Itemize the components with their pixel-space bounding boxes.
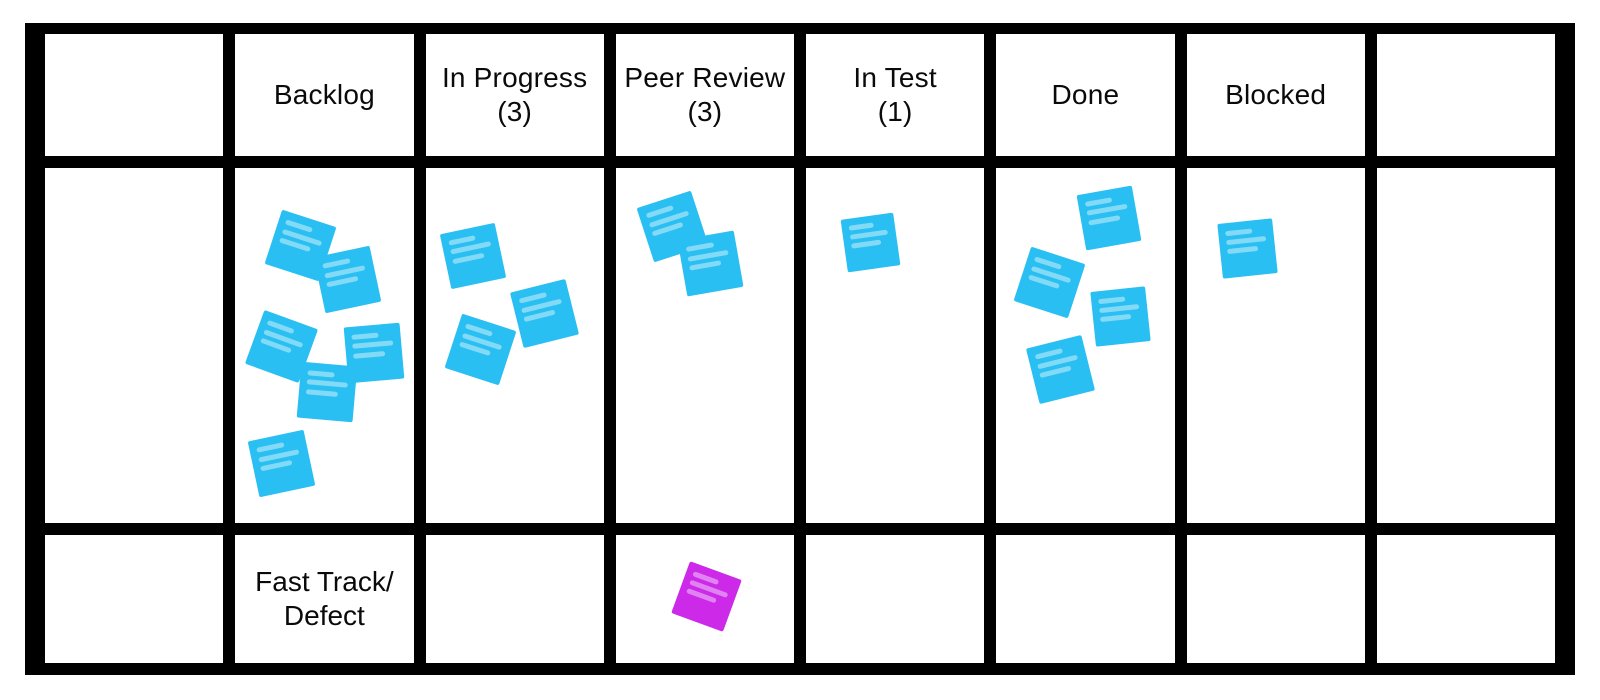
column-wip-limit: (3) — [687, 96, 723, 127]
note-text-line — [452, 252, 485, 265]
cell-fast-blocked — [1186, 535, 1365, 663]
sticky-note-blocked[interactable] — [1216, 217, 1278, 279]
cell-fast-in-progress — [425, 535, 604, 663]
header-cell-peer-review: Peer Review (3) — [615, 34, 794, 156]
note-text-line — [1085, 197, 1113, 207]
header-cell-done: Done — [996, 34, 1175, 156]
cell-main-blocked — [1186, 168, 1365, 523]
sticky-note-in-progress[interactable] — [439, 222, 507, 290]
note-text-line — [306, 379, 348, 389]
cell-fast-done — [996, 535, 1175, 663]
cell-fast-right-spacer — [1376, 535, 1555, 663]
note-text-line — [326, 275, 359, 288]
note-text-line — [306, 389, 338, 397]
fast-track-label-line2: Defect — [283, 600, 365, 631]
note-text-line — [685, 241, 714, 252]
sticky-note-in-progress[interactable] — [444, 313, 516, 385]
note-text-line — [351, 332, 379, 340]
sticky-note-backlog[interactable] — [247, 429, 315, 497]
header-cell-right-spacer — [1376, 34, 1555, 156]
note-text-line — [260, 459, 293, 472]
note-text-line — [1088, 215, 1121, 226]
note-text-line — [518, 291, 547, 304]
header-cell-blocked: Blocked — [1186, 34, 1365, 156]
sticky-note-in-test[interactable] — [840, 212, 900, 272]
sticky-note-backlog[interactable] — [313, 245, 381, 313]
note-text-line — [847, 222, 874, 231]
column-label: Backlog — [273, 78, 375, 110]
note-text-line — [353, 350, 385, 359]
fast-track-lane-label: Fast Track/ Defect — [235, 535, 414, 663]
column-label: In Progress — [441, 61, 588, 93]
sticky-note-backlog[interactable] — [296, 361, 358, 423]
note-text-line — [1098, 303, 1139, 313]
cell-fast-in-test — [806, 535, 985, 663]
note-text-line — [689, 259, 722, 271]
note-text-line — [307, 370, 335, 378]
sticky-note-in-progress[interactable] — [509, 278, 579, 348]
sticky-note-done[interactable] — [1013, 246, 1085, 318]
note-text-line — [352, 340, 394, 350]
header-cell-in-test: In Test (1) — [806, 34, 985, 156]
cell-main-right-spacer — [1376, 168, 1555, 523]
cell-fast-left-spacer — [45, 535, 224, 663]
column-label: Blocked — [1225, 78, 1327, 110]
note-text-line — [849, 229, 888, 240]
sticky-note-peer-review-fast-track[interactable] — [670, 560, 742, 632]
sticky-note-done[interactable] — [1089, 285, 1151, 347]
cell-main-left-spacer — [45, 168, 224, 523]
note-text-line — [1086, 204, 1128, 217]
header-cell-in-progress: In Progress (3) — [425, 34, 604, 156]
note-text-line — [1225, 235, 1266, 245]
note-text-line — [448, 234, 476, 246]
note-text-line — [1097, 295, 1125, 304]
kanban-board: Backlog In Progress (3) Peer Review (3) … — [25, 23, 1575, 675]
column-wip-limit: (1) — [877, 96, 913, 127]
header-cell-backlog: Backlog — [235, 34, 414, 156]
sticky-note-done[interactable] — [1025, 334, 1095, 404]
column-label: In Test — [853, 61, 937, 93]
note-text-line — [1034, 347, 1063, 360]
note-text-line — [256, 441, 284, 453]
note-text-line — [322, 257, 350, 269]
column-wip-limit: (3) — [497, 96, 533, 127]
sticky-note-peer-review[interactable] — [676, 229, 744, 297]
sticky-note-done[interactable] — [1076, 185, 1142, 251]
note-text-line — [1226, 245, 1258, 254]
note-text-line — [1224, 227, 1252, 236]
note-text-line — [850, 239, 881, 249]
note-text-line — [1099, 313, 1131, 322]
column-label: Done — [1051, 78, 1120, 110]
fast-track-label-line1: Fast Track/ — [255, 565, 394, 597]
header-cell-left-spacer — [45, 34, 224, 156]
column-label: Peer Review — [624, 61, 786, 93]
